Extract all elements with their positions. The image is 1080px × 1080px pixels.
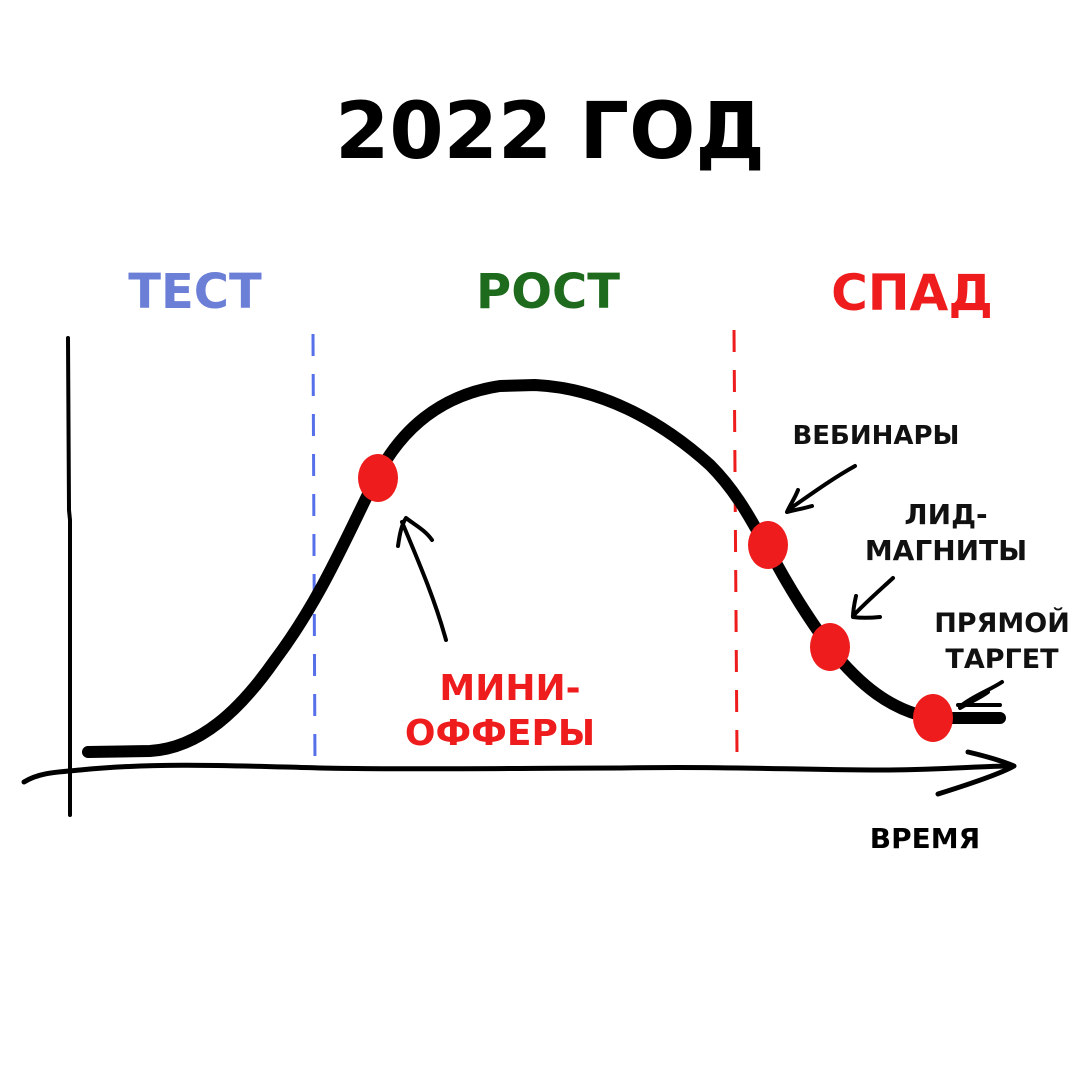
annotation-mini-offers-line1: МИНИ- xyxy=(439,668,580,709)
arrow-mini-offers xyxy=(396,516,448,642)
annotation-direct-targeting-line2: ТАРГЕТ xyxy=(945,644,1059,675)
annotation-lead-magnets-line2: МАГНИТЫ xyxy=(865,534,1027,567)
arrow-lead-magnets xyxy=(851,576,895,620)
annotation-lead-magnets-line1: ЛИД- xyxy=(904,498,987,531)
y-axis xyxy=(66,336,72,817)
x-axis-arrowhead xyxy=(935,749,1017,797)
arrow-direct-targeting xyxy=(956,680,1004,710)
marker-webinars xyxy=(748,521,788,569)
phase-label-test: ТЕСТ xyxy=(128,264,262,320)
marker-direct-targeting xyxy=(913,694,953,742)
arrow-webinars xyxy=(785,464,857,514)
phase-label-decline: СПАД xyxy=(831,264,993,322)
phase-label-growth: РОСТ xyxy=(476,264,620,320)
marker-lead-magnets xyxy=(810,623,850,671)
x-axis xyxy=(21,762,1013,785)
x-axis-label: ВРЕМЯ xyxy=(870,822,980,855)
test-growth-divider xyxy=(311,333,317,769)
diagram-title: 2022 ГОД xyxy=(335,87,765,177)
annotation-direct-targeting-line1: ПРЯМОЙ xyxy=(934,607,1070,639)
marker-mini-offers xyxy=(358,454,398,502)
annotation-webinars: ВЕБИНАРЫ xyxy=(792,421,959,451)
annotation-mini-offers-line2: ОФФЕРЫ xyxy=(405,713,595,754)
growth-decline-divider xyxy=(732,329,739,756)
